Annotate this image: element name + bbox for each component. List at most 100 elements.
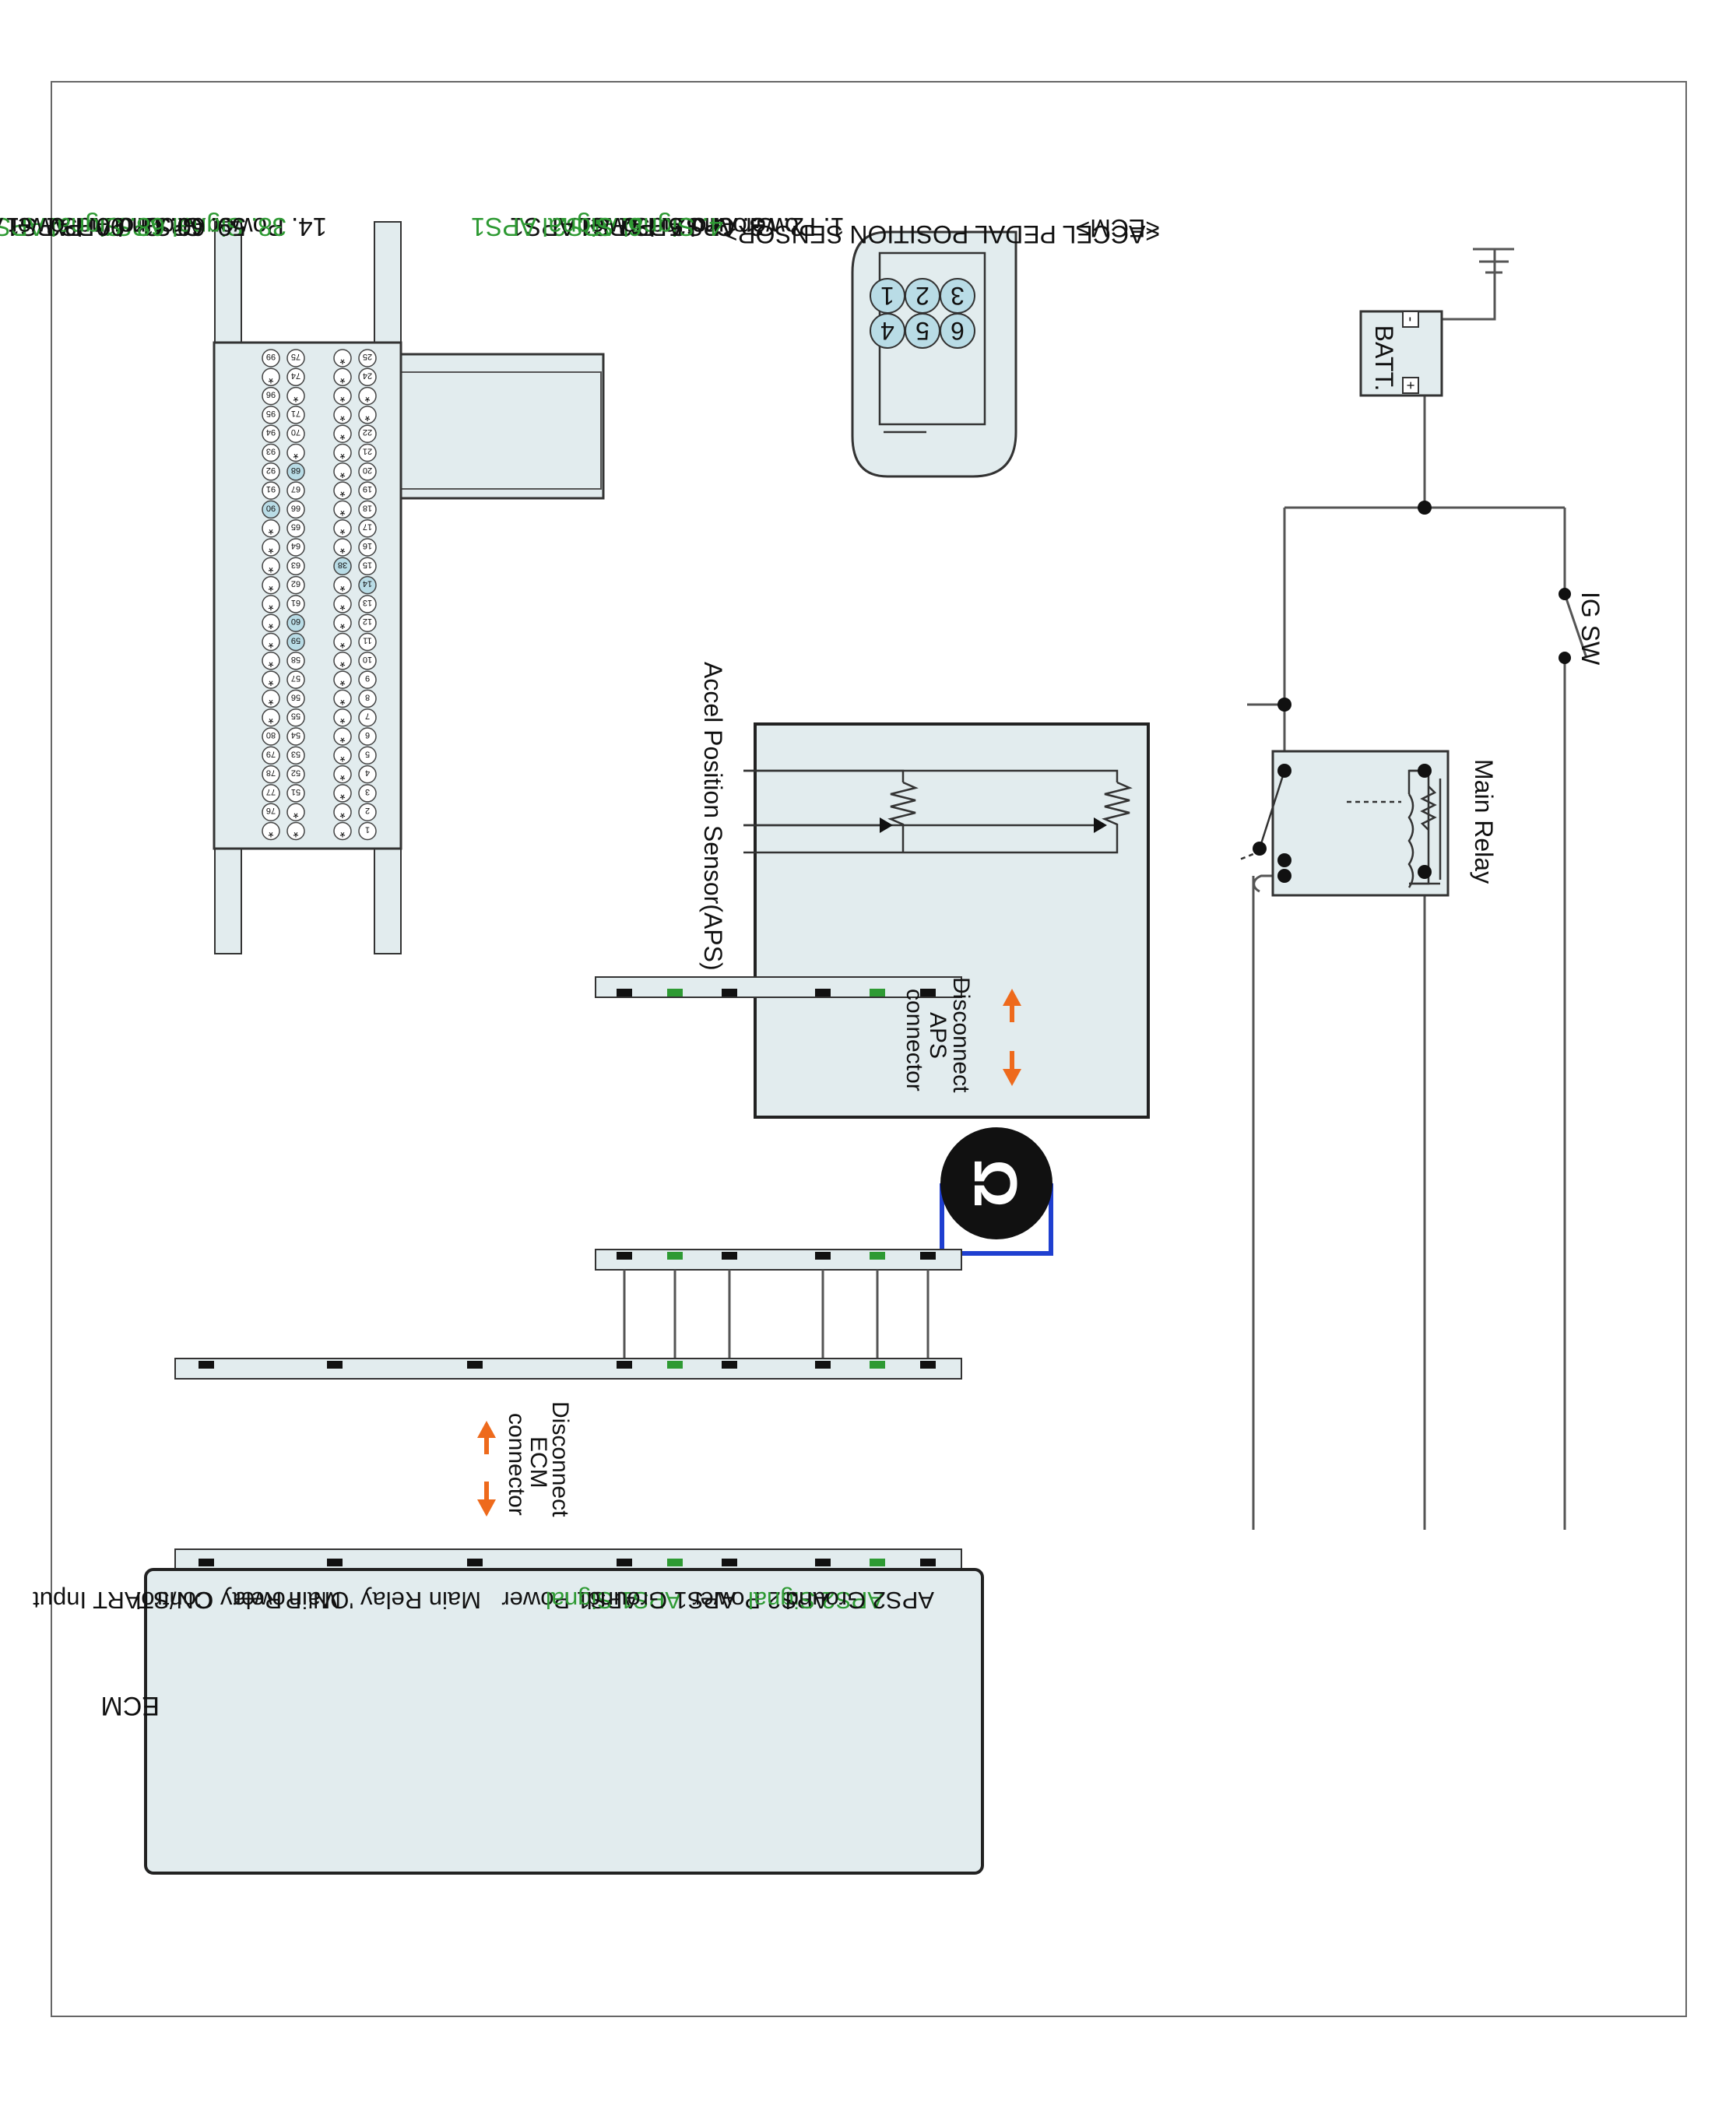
ecm-connector-pin	[358, 595, 377, 613]
ecm-connector-pin-label: 15	[363, 560, 372, 569]
ecm-connector-pin	[262, 803, 280, 821]
ecm-disconnect-label: Disconnect ECM connector	[504, 1401, 573, 1524]
ecm-connector-pin-label: 90	[266, 503, 276, 512]
ecm-connector-pin	[333, 575, 352, 595]
ecm-connector-pin	[286, 652, 305, 670]
ecm-connector-pin	[262, 652, 280, 670]
aps-box-label: Accel Position Sensor(APS)	[699, 662, 727, 971]
ecm-connector-pin-label: *	[364, 408, 370, 424]
ecm-pin-label: APS1 Power	[501, 1587, 638, 1614]
ecm-connector-pin-label: *	[268, 654, 273, 670]
ecm-connector-pin-label: 19	[363, 484, 372, 494]
ecm-connector-pin	[286, 708, 305, 727]
ecm-connector-pin	[358, 746, 377, 765]
ecm-connector-pin-label: *	[339, 408, 345, 424]
ecm-connector-pin-label: 66	[291, 503, 300, 512]
ecm-connector-pin	[262, 765, 280, 784]
ecm-connector-pin	[286, 406, 305, 424]
ecm-connector-pin-label: *	[293, 389, 298, 405]
ecm-connector-pin-label: 57	[291, 673, 300, 683]
ecm-connector-pin	[286, 689, 305, 708]
ecm-pin-label: Main Relay 'ON' Power	[234, 1587, 482, 1614]
ecm-connector-pin-label: 79	[266, 749, 276, 758]
ecm-connector-pin-label: 65	[291, 522, 300, 532]
ecm-connector-pin-label: 1	[365, 825, 370, 835]
battery-minus-label: -	[1402, 317, 1419, 322]
ecm-disconnect-arrow	[477, 1421, 496, 1517]
ecm-connector-pin-label: *	[268, 691, 273, 707]
ecm-connector-pin-label: 54	[291, 730, 300, 740]
ecm-connector-pin-label: *	[364, 389, 370, 405]
aps-pin	[722, 989, 737, 997]
ecm-connector-pin-label: 68	[291, 466, 300, 475]
ecm-connector-pin-label: 13	[363, 598, 372, 607]
ecm-connector-pin	[286, 538, 305, 557]
ecm-connector-pin-label: 55	[291, 712, 300, 721]
ecm-connector-pin-label: 95	[266, 409, 276, 418]
ecm-pin-label: APS2 Ground	[785, 1587, 934, 1614]
ecm-connector-pin-label: 16	[363, 541, 372, 550]
ecm-connector-pin	[286, 481, 305, 500]
ecm-connector-pin-label: 6	[365, 730, 370, 740]
ecm-connector-pin-label: 70	[291, 427, 300, 437]
ecm-connector-legend-item: 38. Signal APS1	[100, 213, 286, 241]
ecm-connector-pin	[358, 518, 377, 538]
aps-connector-pin-number: 4	[880, 317, 894, 345]
ecm-connector-pin	[286, 613, 305, 632]
ecm-connector-pin-label: 25	[363, 352, 372, 361]
ecm-connector-pin	[286, 386, 305, 406]
aps-pin	[667, 989, 683, 997]
ecm-connector-pin-label: 56	[291, 692, 300, 701]
ecm-pin-grid: 2524**2221201918171615141312111098765432…	[262, 349, 377, 841]
ecm-connector-pin-label: *	[268, 540, 273, 556]
ecm-connector-pin-label: *	[339, 502, 345, 518]
ecm-connector-pin-label: *	[339, 711, 345, 726]
ecm-connector-pin	[358, 557, 377, 576]
ecm-connector-pin	[262, 386, 280, 406]
ecm-connector-pin	[333, 557, 352, 576]
ecm-connector-pin	[333, 443, 352, 462]
aps-connector-legend-item: 4. Signal APS2	[552, 213, 723, 241]
ecm-connector-legend-item: 60. Ground APS1	[5, 213, 206, 241]
ecm-pin-label: ON/START Input	[33, 1587, 213, 1614]
ecm-connector-pin-label: 92	[266, 466, 276, 475]
ecm-connector-pin	[358, 689, 377, 708]
ecm-connector-pin	[358, 613, 377, 632]
aps-pin	[617, 989, 632, 997]
ecm-connector-legend-item: 90. Power APS2	[0, 213, 125, 241]
main-relay: Main Relay	[1237, 750, 1498, 897]
ecm-connector-pin-label: 22	[363, 427, 372, 437]
ecm-connector-pin	[262, 784, 280, 803]
ecm-connector-pin	[333, 481, 352, 500]
ecm-connector-pin	[358, 443, 377, 462]
ecm-connector-pin	[262, 462, 280, 481]
ecm-connector-pin-label: 11	[363, 636, 371, 645]
ecm-connector-pin-label: 71	[291, 409, 300, 418]
ecm-connector-title: <ECM>	[1076, 214, 1160, 242]
battery: - + BATT.	[1359, 310, 1443, 397]
ecm-connector-pin-label: 5	[365, 749, 370, 758]
battery-plus-label: +	[1403, 381, 1418, 390]
ecm-connector-pin	[333, 821, 352, 841]
ecm-connector-pin	[286, 518, 305, 538]
ecm-connector-pin	[358, 821, 377, 841]
ecm-connector-pin	[333, 632, 352, 652]
ecm-connector-pin-label: 14	[363, 579, 372, 589]
aps-connector-face	[851, 230, 1017, 478]
ecm-connector-pin-label: *	[268, 597, 273, 613]
outer-frame	[51, 81, 1687, 2017]
ecm-connector-pin-label: *	[339, 370, 345, 385]
ecm-connector-pin-label: 93	[266, 447, 276, 456]
ecm-connector-pin-label: 77	[266, 787, 276, 796]
aps-pin	[920, 989, 936, 997]
ecm-connector-pin-label: *	[293, 824, 298, 840]
ecm-connector-pin-label: 38	[338, 560, 347, 569]
junction-node-battery	[1418, 501, 1432, 515]
ecm-connector-pin	[358, 424, 377, 443]
ecm-connector-pin	[286, 557, 305, 576]
aps-connector-pin-number: 6	[951, 317, 965, 345]
ecm-connector-pin-label: *	[339, 729, 345, 745]
ecm-connector-pin-label: *	[339, 389, 345, 405]
ecm-connector-pin-label: 18	[363, 503, 372, 512]
ecm-connector-pin	[262, 406, 280, 424]
